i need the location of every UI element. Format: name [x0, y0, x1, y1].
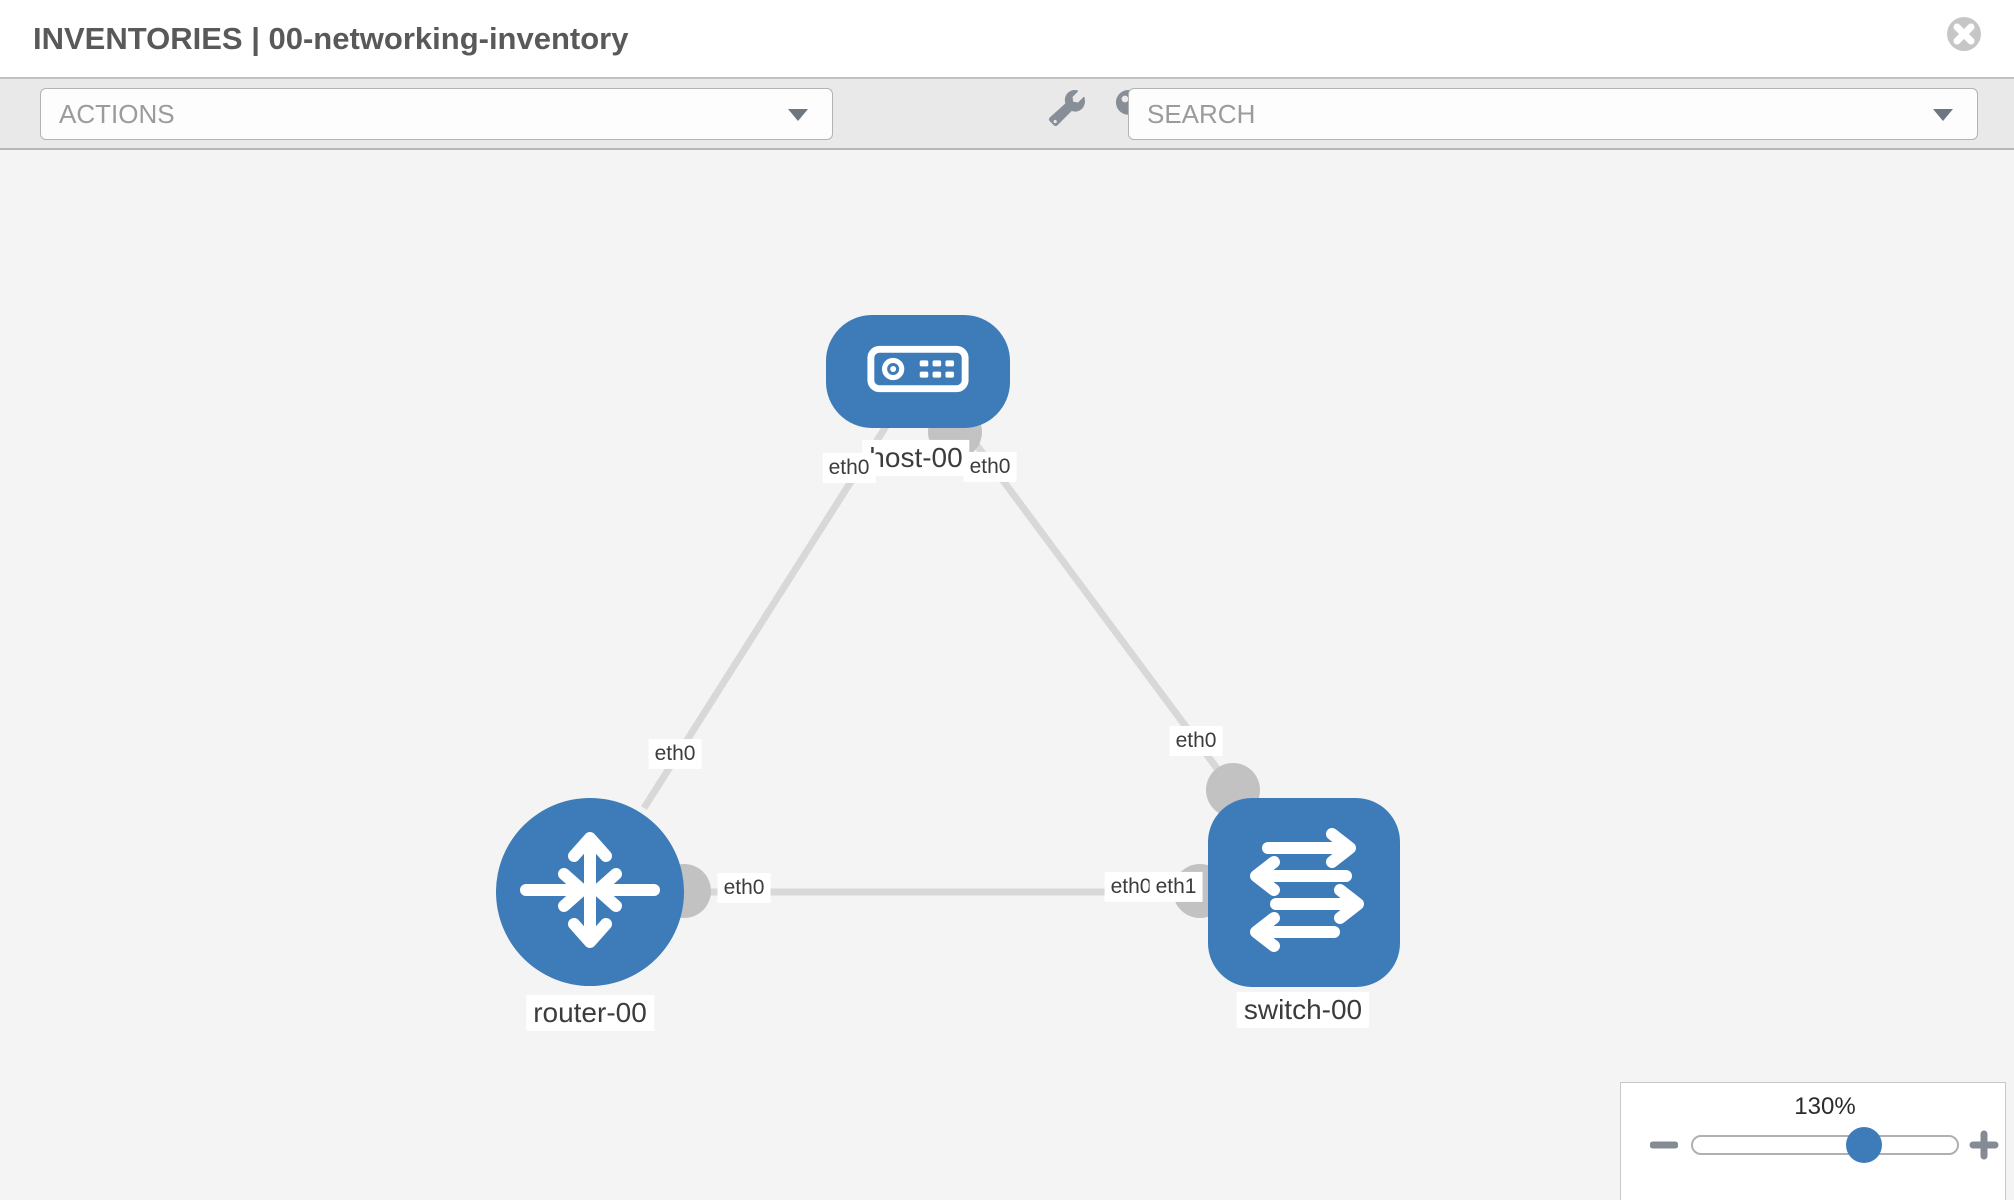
- interface-label-host-eth0-right: eth0: [963, 451, 1017, 483]
- page-title: INVENTORIES | 00-networking-inventory: [33, 20, 629, 56]
- interface-label-switch-eth1: eth1: [1149, 871, 1203, 903]
- topology-canvas[interactable]: host-00 router-00 switch-00 eth0 eth0 et…: [0, 150, 2014, 1200]
- chevron-down-icon: [1933, 109, 1953, 121]
- search-dropdown[interactable]: SEARCH: [1128, 88, 1978, 140]
- interface-label-switch-eth0-overlap: eth0: [1104, 871, 1158, 903]
- zoom-slider-track[interactable]: [1691, 1135, 1959, 1155]
- node-router-00[interactable]: [496, 798, 684, 986]
- toolbar: ACTIONS SEARCH: [0, 77, 2014, 150]
- chevron-down-icon: [788, 109, 808, 121]
- zoom-level: 130%: [1794, 1093, 1856, 1120]
- router-icon: [515, 815, 665, 970]
- zoom-slider-handle[interactable]: [1846, 1127, 1882, 1163]
- node-label-router: router-00: [526, 994, 654, 1032]
- close-button[interactable]: [1946, 16, 1982, 52]
- edges-layer: [641, 405, 1260, 918]
- zoom-panel: 130%: [1620, 1082, 2006, 1200]
- node-host-00[interactable]: [826, 315, 1010, 428]
- interface-label-router-eth0-up: eth0: [648, 738, 702, 770]
- close-icon: [1947, 17, 1981, 51]
- node-label-switch: switch-00: [1236, 991, 1370, 1029]
- actions-dropdown[interactable]: ACTIONS: [40, 88, 833, 140]
- zoom-out-button[interactable]: [1649, 1131, 1679, 1159]
- host-icon: [866, 345, 970, 398]
- search-dropdown-label: SEARCH: [1147, 98, 1256, 129]
- interface-label-host-eth0-left: eth0: [822, 452, 876, 484]
- actions-dropdown-label: ACTIONS: [59, 98, 175, 129]
- interface-label-router-eth0-side: eth0: [717, 872, 771, 904]
- minus-icon: [1649, 1141, 1679, 1149]
- plus-icon: [1969, 1130, 1999, 1160]
- node-switch-00[interactable]: [1208, 798, 1400, 987]
- wrench-icon[interactable]: [1049, 90, 1085, 126]
- switch-icon: [1229, 818, 1379, 968]
- interface-label-switch-eth0: eth0: [1169, 725, 1223, 757]
- header-bar: INVENTORIES | 00-networking-inventory: [0, 0, 2014, 77]
- node-label-host: host-00: [862, 439, 970, 477]
- zoom-in-button[interactable]: [1969, 1130, 1999, 1160]
